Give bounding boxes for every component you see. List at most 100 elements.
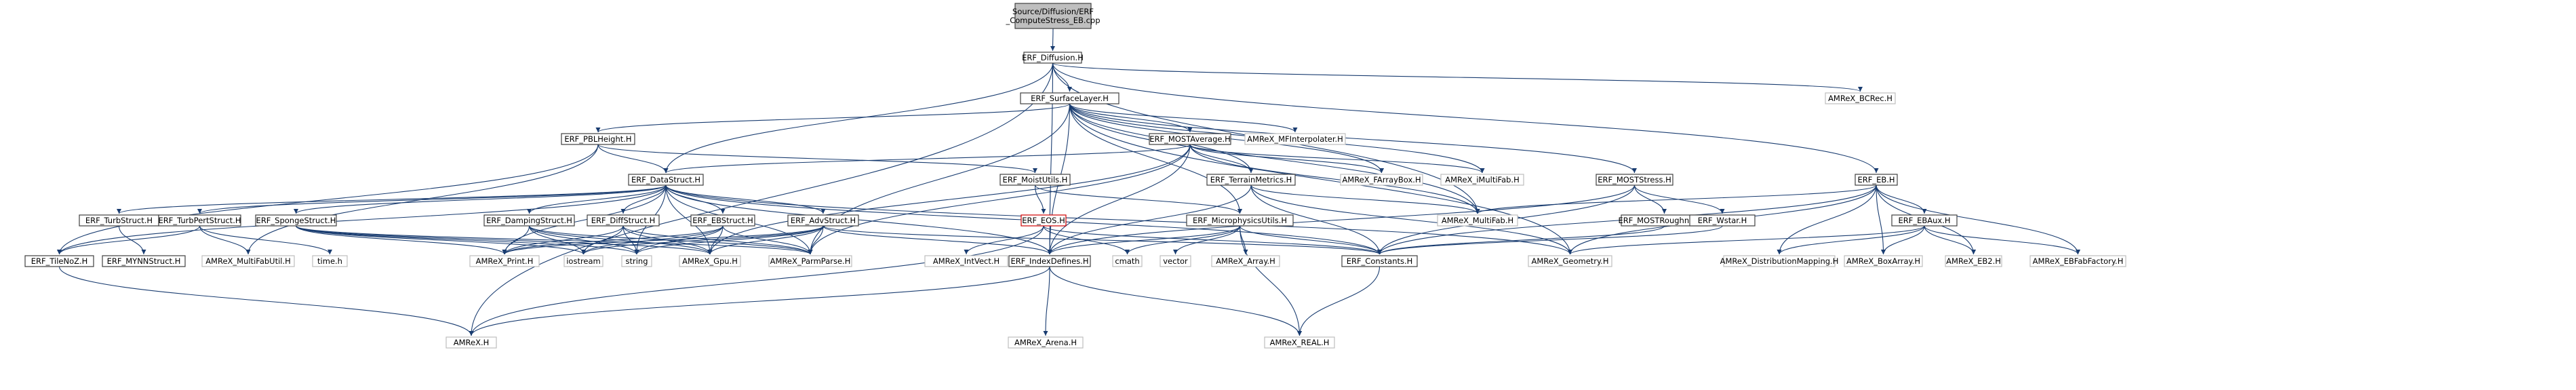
edge-turbpert-to-multifabutil bbox=[199, 225, 251, 255]
node-turb[interactable]: ERF_TurbStruct.H bbox=[79, 214, 159, 227]
node-box bbox=[1855, 174, 1898, 186]
node-label: ERF_TurbStruct.H bbox=[85, 216, 153, 225]
node-root[interactable]: Source/Diffusion/ERF_ComputeStress_EB.cp… bbox=[1005, 3, 1101, 29]
edge-advstruct-to-constants bbox=[823, 225, 1382, 255]
node-eb2: AMReX_EB2.H bbox=[1945, 255, 2002, 267]
edge-moststress-to-indexdefines bbox=[1047, 184, 1636, 255]
node-print: AMReX_Print.H bbox=[469, 255, 540, 267]
edge-diffusion-to-amrexh bbox=[469, 62, 1054, 336]
edge-eb-to-boxarray bbox=[1876, 184, 1886, 255]
node-label: ERF_TileNoZ.H bbox=[31, 256, 88, 266]
node-distmap: AMReX_DistributionMapping.H bbox=[1720, 255, 1838, 267]
edge-mostavg-to-datastruct bbox=[663, 144, 1191, 174]
node-amrexh: AMReX.H bbox=[445, 336, 497, 349]
edge-advstruct-to-gpu bbox=[707, 225, 824, 255]
edge-diffstruct-to-print bbox=[502, 225, 624, 255]
node-box bbox=[1186, 214, 1294, 227]
edge-eos-to-cmath bbox=[1043, 225, 1130, 255]
edge-terrain-to-indexdefines bbox=[1047, 184, 1252, 255]
node-diffusion[interactable]: ERF_Diffusion.H bbox=[1022, 52, 1084, 64]
node-diffstruct[interactable]: ERF_DiffStruct.H bbox=[587, 214, 660, 227]
node-terrain[interactable]: ERF_TerrainMetrics.H bbox=[1206, 174, 1296, 186]
node-box bbox=[1844, 255, 1923, 267]
edge-mostavg-to-indexdefines bbox=[1047, 144, 1191, 255]
node-imultifab: AMReX_iMultiFab.H bbox=[1440, 174, 1524, 186]
node-box bbox=[1014, 3, 1092, 29]
node-sponge[interactable]: ERF_SpongeStruct.H bbox=[255, 214, 337, 227]
node-ebstruct[interactable]: ERF_EBStruct.H bbox=[690, 214, 755, 227]
node-mostrough[interactable]: ERF_MOSTRoughness.H bbox=[1619, 214, 1711, 227]
node-parmparse: AMReX_ParmParse.H bbox=[768, 255, 852, 267]
edge-ebaux-to-eb2 bbox=[1924, 225, 1976, 255]
edge-pbl-to-tilenoz bbox=[57, 144, 599, 255]
node-label: AMReX_iMultiFab.H bbox=[1445, 175, 1519, 184]
node-advstruct[interactable]: ERF_AdvStruct.H bbox=[787, 214, 859, 227]
edge-wstar-to-constants bbox=[1377, 225, 1723, 255]
edge-surface-to-moststress bbox=[1069, 103, 1637, 174]
edge-diffusion-to-bcrec bbox=[1052, 62, 1863, 92]
node-eb[interactable]: ERF_EB.H bbox=[1855, 174, 1898, 186]
node-box bbox=[312, 255, 348, 267]
edge-advstruct-to-indexdefines bbox=[823, 225, 1052, 255]
node-box bbox=[201, 255, 295, 267]
edge-ebstruct-to-string bbox=[634, 225, 724, 255]
node-label: AMReX_Gpu.H bbox=[682, 256, 738, 266]
node-label: ERF_MOSTStress.H bbox=[1598, 175, 1671, 184]
node-damping[interactable]: ERF_DampingStruct.H bbox=[483, 214, 575, 227]
edge-advstruct-to-parmparse bbox=[808, 225, 824, 255]
node-pbl[interactable]: ERF_PBLHeight.H bbox=[561, 133, 635, 145]
node-eos[interactable]: ERF_EOS.H bbox=[1021, 214, 1067, 227]
edge-moist-to-eos bbox=[1034, 184, 1046, 214]
node-arena: AMReX_Arena.H bbox=[1008, 336, 1084, 349]
edge-surface-to-pbl bbox=[595, 103, 1071, 133]
node-datastruct[interactable]: ERF_DataStruct.H bbox=[628, 174, 704, 186]
node-label: AMReX_IntVect.H bbox=[933, 256, 999, 266]
node-string: string bbox=[621, 255, 652, 267]
node-label: AMReX_MFInterpolater.H bbox=[1247, 134, 1343, 144]
node-label: ERF_MYNNStruct.H bbox=[107, 256, 181, 266]
node-ebfab: AMReX_EBFabFactory.H bbox=[2029, 255, 2126, 267]
edge-pbl-to-datastruct bbox=[597, 144, 669, 174]
node-box bbox=[1689, 214, 1756, 227]
node-microphys[interactable]: ERF_MicrophysicsUtils.H bbox=[1186, 214, 1294, 227]
node-box bbox=[255, 214, 337, 227]
node-indexdefines[interactable]: ERF_IndexDefines.H bbox=[1008, 255, 1091, 267]
node-time: time.h bbox=[312, 255, 348, 267]
node-constants[interactable]: ERF_Constants.H bbox=[1341, 255, 1418, 267]
node-box bbox=[2029, 255, 2126, 267]
node-label: ERF_AdvStruct.H bbox=[791, 216, 856, 225]
node-moist[interactable]: ERF_MoistUtils.H bbox=[999, 174, 1071, 186]
node-boxarray: AMReX_BoxArray.H bbox=[1844, 255, 1923, 267]
node-wstar[interactable]: ERF_Wstar.H bbox=[1689, 214, 1756, 227]
node-vector: vector bbox=[1160, 255, 1191, 267]
node-label: ERF_EOS.H bbox=[1022, 216, 1065, 225]
node-geometry: AMReX_Geometry.H bbox=[1528, 255, 1612, 267]
node-label: ERF_DiffStruct.H bbox=[591, 216, 656, 225]
node-moststress[interactable]: ERF_MOSTStress.H bbox=[1596, 174, 1673, 186]
node-surface[interactable]: ERF_SurfaceLayer.H bbox=[1020, 92, 1119, 104]
edge-ebaux-to-ebfab bbox=[1924, 225, 2080, 255]
node-tilenoz[interactable]: ERF_TileNoZ.H bbox=[24, 255, 94, 267]
node-label: ERF_MOSTAverage.H bbox=[1149, 134, 1231, 144]
node-box bbox=[24, 255, 94, 267]
node-ebaux[interactable]: ERF_EBAux.H bbox=[1891, 214, 1958, 227]
edge-surface-to-mfinterp bbox=[1069, 103, 1298, 133]
node-box bbox=[628, 174, 704, 186]
edge-terrain-to-constants bbox=[1250, 184, 1382, 255]
node-mynn[interactable]: ERF_MYNNStruct.H bbox=[102, 255, 186, 267]
node-turbpert[interactable]: ERF_TurbPertStruct.H bbox=[158, 214, 241, 227]
edge-damping-to-string bbox=[528, 225, 639, 255]
edge-ebaux-to-boxarray bbox=[1881, 225, 1925, 255]
edge-indexdefines-to-amrexh bbox=[469, 266, 1050, 336]
node-label: AMReX_Array.H bbox=[1216, 256, 1275, 266]
edge-diffusion-to-surface bbox=[1052, 62, 1072, 92]
edge-moist-to-microphys bbox=[1034, 184, 1242, 214]
edge-advstruct-to-string bbox=[634, 225, 824, 255]
node-label: AMReX_BoxArray.H bbox=[1846, 256, 1920, 266]
node-box bbox=[1244, 133, 1346, 145]
node-label: ERF_MicrophysicsUtils.H bbox=[1193, 216, 1287, 225]
node-mostavg[interactable]: ERF_MOSTAverage.H bbox=[1149, 133, 1231, 145]
node-label: AMReX_Print.H bbox=[476, 256, 534, 266]
node-label: ERF_TerrainMetrics.H bbox=[1210, 175, 1292, 184]
